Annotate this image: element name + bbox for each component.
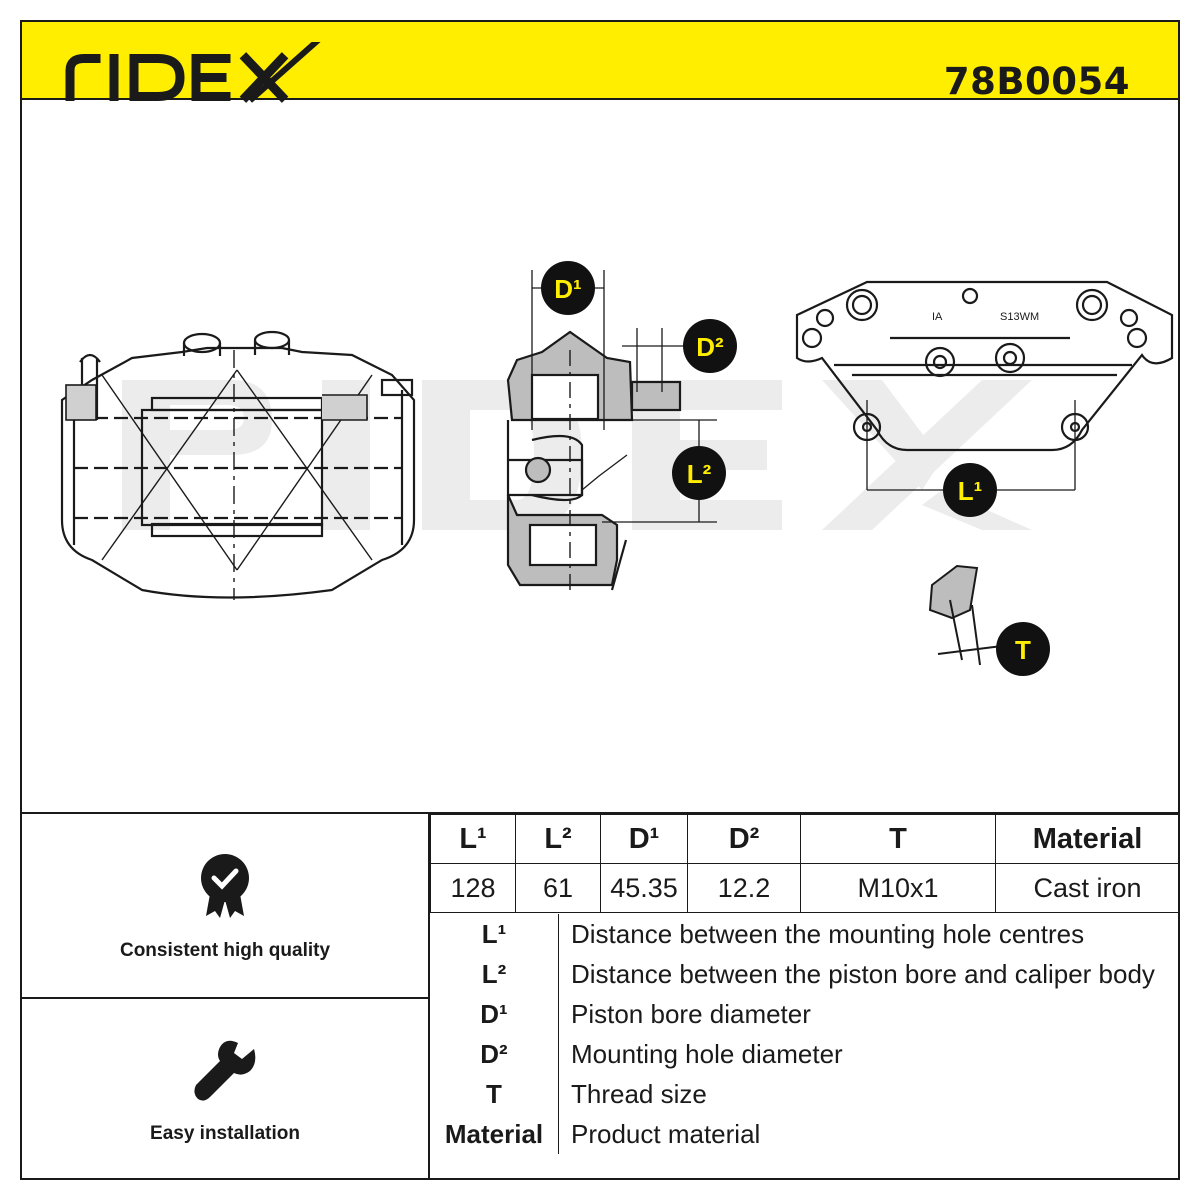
label-l2-badge: L² bbox=[672, 446, 726, 500]
svg-text:L¹: L¹ bbox=[958, 476, 983, 506]
legend-row: D¹ Piston bore diameter bbox=[430, 994, 1180, 1034]
spec-value-d1: 45.35 bbox=[600, 863, 688, 913]
legend-description: Piston bore diameter bbox=[571, 998, 811, 1029]
spec-value-material: Cast iron bbox=[995, 863, 1180, 913]
label-t-badge: T bbox=[996, 622, 1050, 676]
legend-description: Product material bbox=[571, 1118, 761, 1149]
caliper-top-view bbox=[795, 280, 1174, 491]
svg-text:D²: D² bbox=[696, 332, 724, 362]
svg-text:T: T bbox=[1015, 635, 1031, 665]
spec-value-l2: 61 bbox=[515, 863, 601, 913]
spec-header-d2: D² bbox=[687, 814, 801, 864]
feature-installation: Easy installation bbox=[20, 999, 430, 1180]
legend-row: L² Distance between the piston bore and … bbox=[430, 954, 1180, 994]
spec-section: Consistent high quality Easy installatio… bbox=[20, 812, 1180, 1180]
svg-text:D¹: D¹ bbox=[554, 274, 581, 304]
label-l1-badge: L¹ bbox=[943, 463, 997, 517]
thread-detail-view bbox=[928, 564, 1003, 666]
ridex-logo bbox=[65, 42, 321, 103]
legend-description: Mounting hole diameter bbox=[571, 1038, 843, 1069]
legend-description: Thread size bbox=[571, 1078, 707, 1109]
legend-symbol: T bbox=[430, 1074, 559, 1114]
legend-symbol: L¹ bbox=[430, 914, 559, 954]
legend-symbol: L² bbox=[430, 954, 559, 994]
spec-value-t: M10x1 bbox=[800, 863, 996, 913]
feature-installation-label: Easy installation bbox=[150, 1123, 300, 1144]
legend-table: L¹ Distance between the mounting hole ce… bbox=[430, 914, 1180, 1154]
spec-header-material: Material bbox=[995, 814, 1180, 864]
legend-description: Distance between the piston bore and cal… bbox=[571, 958, 1155, 989]
part-number: 78B0054 bbox=[943, 60, 1130, 103]
casting-mark-code: S13WM bbox=[1000, 311, 1039, 323]
legend-row: Material Product material bbox=[430, 1114, 1180, 1154]
spec-value-d2: 12.2 bbox=[687, 863, 801, 913]
legend-symbol: D² bbox=[430, 1034, 559, 1074]
legend-symbol: D¹ bbox=[430, 994, 559, 1034]
feature-quality-label: Consistent high quality bbox=[119, 940, 331, 961]
header-bar: 78B0054 bbox=[20, 20, 1180, 103]
caliper-section-view bbox=[506, 330, 682, 591]
spec-header-row: L¹ L² D¹ D² T Material bbox=[430, 814, 1180, 864]
legend-row: D² Mounting hole diameter bbox=[430, 1034, 1180, 1074]
legend-description: Distance between the mounting hole centr… bbox=[571, 918, 1085, 949]
spec-header-l2: L² bbox=[515, 814, 601, 864]
svg-text:L²: L² bbox=[687, 459, 712, 489]
quality-badge-icon bbox=[201, 854, 249, 918]
caliper-front-view bbox=[60, 330, 416, 600]
spec-table: L¹ L² D¹ D² T Material 128 61 45.35 12.2… bbox=[430, 814, 1180, 913]
wrench-icon bbox=[194, 1040, 256, 1101]
label-d2-badge: D² bbox=[683, 319, 737, 373]
legend-symbol: Material bbox=[430, 1114, 559, 1154]
feature-quality: Consistent high quality bbox=[20, 814, 430, 999]
legend-row: L¹ Distance between the mounting hole ce… bbox=[430, 914, 1180, 954]
legend-row: T Thread size bbox=[430, 1074, 1180, 1114]
casting-mark-ia: IA bbox=[932, 311, 943, 323]
spec-header-d1: D¹ bbox=[600, 814, 688, 864]
caliper-technical-drawing: IA S13WM D¹ D² L² L¹ T bbox=[60, 261, 1174, 676]
spec-value-row: 128 61 45.35 12.2 M10x1 Cast iron bbox=[430, 863, 1180, 913]
spec-header-t: T bbox=[800, 814, 996, 864]
label-d1-badge: D¹ bbox=[541, 261, 595, 315]
spec-value-l1: 128 bbox=[430, 863, 516, 913]
spec-header-l1: L¹ bbox=[430, 814, 516, 864]
